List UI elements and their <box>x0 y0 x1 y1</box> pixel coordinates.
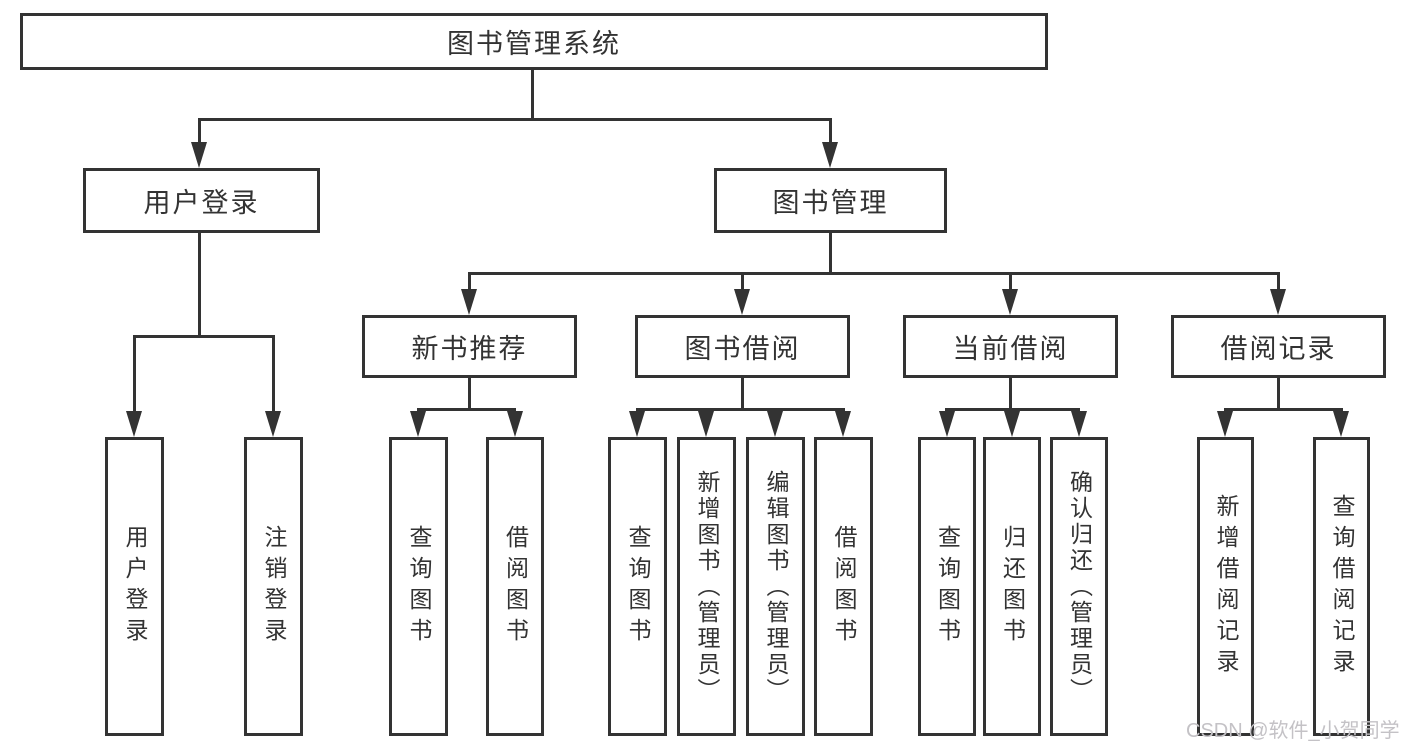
connector-current-stem <box>1009 378 1012 411</box>
arrowhead-to-cur-query <box>939 411 955 437</box>
leaf-bor-borrow-books-label: 借阅图书 <box>831 524 857 649</box>
leaf-cur-return-book: 归还图书 <box>983 437 1041 736</box>
connector-login-splitter <box>133 335 275 338</box>
connector-login-drop-left <box>133 335 136 415</box>
arrowhead-to-bor-edit <box>767 411 783 437</box>
leaf-bor-query-books-label: 查询图书 <box>625 524 651 649</box>
connector-root-stem <box>531 70 534 121</box>
leaf-recd-add-record: 新增借阅记录 <box>1197 437 1254 736</box>
arrowhead-to-bor-borrow <box>835 411 851 437</box>
connector-root-drop-left <box>198 118 201 146</box>
connector-root-drop-right <box>829 118 832 146</box>
arrowhead-to-bor-query <box>629 411 645 437</box>
arrowhead-to-leaf-user-login <box>126 411 142 437</box>
leaf-bor-add-book-admin-label: 新增图书（管理员） <box>694 469 720 704</box>
node-current-borrow-label: 当前借阅 <box>952 334 1069 364</box>
arrowhead-to-borrow <box>734 289 750 315</box>
leaf-logout: 注销登录 <box>244 437 303 736</box>
arrowhead-to-management <box>822 142 838 168</box>
node-borrow-records: 借阅记录 <box>1171 315 1386 378</box>
leaf-cur-return-book-label: 归还图书 <box>999 524 1026 649</box>
connector-borrow-stem <box>741 378 744 411</box>
node-new-book-recommend-label: 新书推荐 <box>411 334 528 364</box>
connector-login-drop-right <box>272 335 275 415</box>
arrowhead-to-current <box>1002 289 1018 315</box>
leaf-user-login: 用户登录 <box>105 437 164 736</box>
node-book-borrow-label: 图书借阅 <box>684 334 801 364</box>
connector-root-splitter <box>199 118 832 121</box>
connector-borrow-splitter <box>636 408 845 411</box>
leaf-bor-add-book-admin: 新增图书（管理员） <box>677 437 736 736</box>
node-user-login-label: 用户登录 <box>143 188 260 218</box>
node-book-management: 图书管理 <box>714 168 947 233</box>
connector-management-stem <box>829 233 832 275</box>
connector-mgmt-drop-1 <box>468 272 471 293</box>
leaf-rec-borrow-books: 借阅图书 <box>486 437 544 736</box>
arrowhead-to-login <box>191 142 207 168</box>
csdn-watermark: CSDN @软件_小贺同学 <box>1186 720 1400 742</box>
arrowhead-to-recd-query <box>1333 411 1349 437</box>
leaf-cur-confirm-return-admin-label: 确认归还（管理员） <box>1066 469 1093 704</box>
leaf-cur-query-books-label: 查询图书 <box>934 524 961 649</box>
node-borrow-records-label: 借阅记录 <box>1220 334 1337 364</box>
leaf-recd-add-record-label: 新增借阅记录 <box>1213 493 1239 680</box>
connector-mgmt-drop-3 <box>1009 272 1012 293</box>
leaf-cur-query-books: 查询图书 <box>918 437 976 736</box>
node-user-login: 用户登录 <box>83 168 320 233</box>
node-root-label: 图书管理系统 <box>447 29 621 59</box>
node-book-borrow: 图书借阅 <box>635 315 850 378</box>
leaf-rec-borrow-books-label: 借阅图书 <box>502 524 529 649</box>
node-new-book-recommend: 新书推荐 <box>362 315 577 378</box>
connector-recommend-splitter <box>417 408 516 411</box>
arrowhead-to-bor-add <box>698 411 714 437</box>
arrowhead-to-leaf-logout <box>265 411 281 437</box>
arrowhead-to-cur-return <box>1004 411 1020 437</box>
leaf-logout-label: 注销登录 <box>261 524 287 649</box>
leaf-recd-query-record: 查询借阅记录 <box>1313 437 1370 736</box>
connector-records-splitter <box>1224 408 1343 411</box>
node-book-management-label: 图书管理 <box>772 188 889 218</box>
arrowhead-to-records <box>1270 289 1286 315</box>
leaf-user-login-label: 用户登录 <box>122 524 148 649</box>
leaf-rec-query-books: 查询图书 <box>389 437 448 736</box>
connector-management-splitter <box>468 272 1280 275</box>
leaf-rec-query-books-label: 查询图书 <box>406 524 432 649</box>
arrowhead-to-rec-borrow <box>507 411 523 437</box>
connector-records-stem <box>1277 378 1280 411</box>
arrowhead-to-recd-add <box>1217 411 1233 437</box>
connector-mgmt-drop-4 <box>1277 272 1280 293</box>
leaf-bor-query-books: 查询图书 <box>608 437 667 736</box>
node-current-borrow: 当前借阅 <box>903 315 1118 378</box>
leaf-bor-edit-book-admin: 编辑图书（管理员） <box>746 437 805 736</box>
leaf-bor-borrow-books: 借阅图书 <box>814 437 873 736</box>
connector-recommend-stem <box>468 378 471 411</box>
leaf-cur-confirm-return-admin: 确认归还（管理员） <box>1050 437 1108 736</box>
connector-mgmt-drop-2 <box>741 272 744 293</box>
arrowhead-to-rec-query <box>410 411 426 437</box>
leaf-bor-edit-book-admin-label: 编辑图书（管理员） <box>763 469 789 704</box>
connector-login-stem <box>198 233 201 338</box>
node-root: 图书管理系统 <box>20 13 1048 70</box>
leaf-recd-query-record-label: 查询借阅记录 <box>1329 493 1355 680</box>
arrowhead-to-recommend <box>461 289 477 315</box>
arrowhead-to-cur-confirm <box>1071 411 1087 437</box>
connector-current-splitter <box>945 408 1080 411</box>
